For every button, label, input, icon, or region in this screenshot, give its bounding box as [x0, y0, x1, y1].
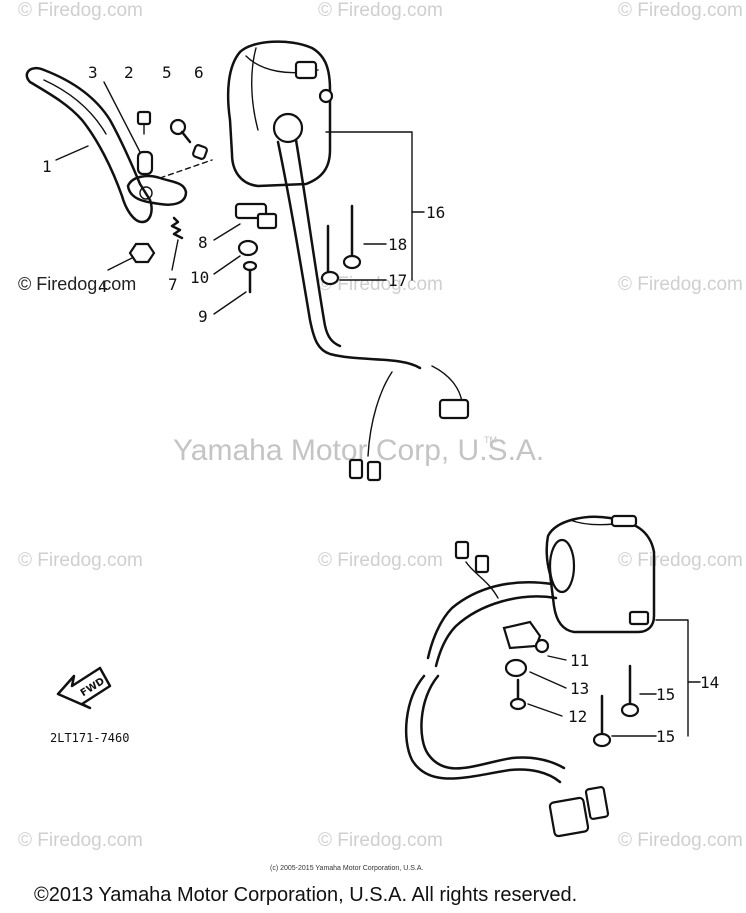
- part-label-3: 3: [88, 63, 98, 82]
- part-15-screw-head: [592, 732, 612, 748]
- leader-line: [107, 257, 133, 271]
- part-11-switch: [502, 620, 542, 650]
- part-8-tab: [256, 212, 278, 230]
- part-label-6: 6: [194, 63, 204, 82]
- wire-harness: [294, 138, 342, 348]
- clutch-lever-edge: [43, 79, 107, 135]
- part-5-screw-head: [169, 118, 187, 136]
- part-label-5: 5: [162, 63, 172, 82]
- part-7-spring: [170, 216, 184, 240]
- forward-arrow-icon: [56, 666, 112, 710]
- watermark-trademark: TM: [484, 435, 497, 445]
- small-copyright: (c) 2005-2015 Yamaha Motor Corporation, …: [270, 865, 423, 872]
- part-label-2: 2: [124, 63, 134, 82]
- wire-harness: [404, 674, 562, 784]
- part-6-nut: [192, 144, 208, 160]
- housing-button: [294, 60, 318, 80]
- leader-line: [547, 655, 567, 661]
- part-label-16: 16: [426, 203, 445, 222]
- handlebar-bore: [548, 538, 576, 594]
- leader-line: [213, 291, 247, 315]
- part-17-screw-head: [320, 270, 340, 286]
- connector: [366, 460, 382, 482]
- watermark-firedog: © Firedog.com: [318, 0, 443, 21]
- part-12-screw-head: [509, 697, 527, 711]
- leader-line: [213, 255, 241, 275]
- part-label-15: 15: [656, 727, 675, 746]
- diagram-code: 2LT171-7460: [50, 731, 129, 745]
- part-label-13: 13: [570, 679, 589, 698]
- watermark-firedog: © Firedog.com: [18, 0, 143, 21]
- part-label-9: 9: [198, 307, 208, 326]
- part-4-nut: [128, 242, 156, 264]
- watermark-firedog: © Firedog.com: [618, 550, 743, 571]
- wire-branch: [431, 365, 463, 403]
- part-label-7: 7: [168, 275, 178, 294]
- watermark-firedog: © Firedog.com: [318, 550, 443, 571]
- lever-bracket-hole: [139, 186, 153, 200]
- leader-line: [527, 703, 563, 717]
- forward-arrow: FWD: [56, 666, 112, 710]
- connector: [348, 458, 364, 480]
- watermark-firedog: © Firedog.com: [618, 274, 743, 295]
- wire-harness: [276, 140, 422, 370]
- part-2-nut: [136, 110, 152, 126]
- wire-harness: [434, 595, 558, 668]
- watermark-firedog: © Firedog.com: [618, 0, 743, 21]
- watermark-firedog: © Firedog.com: [18, 830, 143, 851]
- watermark-firedog: © Firedog.com: [318, 830, 443, 851]
- part-10-washer: [237, 239, 259, 257]
- connector: [438, 398, 470, 420]
- leader-line: [213, 223, 241, 241]
- lever-bracket: [126, 174, 188, 206]
- leader-line: [103, 81, 141, 153]
- part-label-17: 17: [388, 271, 407, 290]
- part-13-washer: [504, 658, 528, 678]
- housing-button: [628, 610, 650, 626]
- wire-harness: [420, 674, 566, 770]
- connector: [584, 786, 610, 820]
- left-switch-assembly: [25, 40, 470, 482]
- housing-panel-line: [251, 47, 259, 131]
- part-label-15: 15: [656, 685, 675, 704]
- wire-harness: [426, 581, 554, 660]
- part-label-10: 10: [190, 268, 209, 287]
- connector: [548, 796, 590, 838]
- leader-line: [55, 145, 89, 161]
- connector: [474, 554, 490, 574]
- part-labels: 1 2 3 4 5 6 7 8 9 10 11 12 13 14 15 15 1…: [42, 63, 719, 746]
- part-5-screw-thread: [180, 130, 192, 144]
- housing-knob: [318, 88, 334, 104]
- watermark-firedog: © Firedog.com: [18, 550, 143, 571]
- part-label-18: 18: [388, 235, 407, 254]
- part-label-11: 11: [570, 651, 589, 670]
- wire-branch: [465, 561, 499, 599]
- part-label-8: 8: [198, 233, 208, 252]
- part-15-screw-head: [620, 702, 640, 718]
- watermark-firedog-main: © Firedog.com: [18, 274, 136, 294]
- part-3-collar: [136, 150, 154, 176]
- clutch-lever: [25, 66, 153, 224]
- part-label-12: 12: [568, 707, 587, 726]
- part-label-1: 1: [42, 157, 52, 176]
- right-switch-assembly: [404, 514, 701, 838]
- wire-branch: [367, 371, 393, 457]
- part-18-screw-head: [342, 254, 362, 270]
- leader-line: [529, 671, 567, 689]
- part-11-plunger: [534, 638, 550, 654]
- handlebar-bore: [272, 112, 304, 144]
- housing-button: [610, 514, 638, 528]
- part-label-4: 4: [98, 277, 108, 296]
- lever-dash-line: [159, 159, 213, 179]
- leader-line: [171, 239, 179, 271]
- part-16-bracket: [325, 131, 413, 281]
- connector: [454, 540, 470, 560]
- watermark-firedog: © Firedog.com: [618, 830, 743, 851]
- copyright-notice: ©2013 Yamaha Motor Corporation, U.S.A. A…: [34, 884, 577, 906]
- left-switch-housing: [226, 40, 332, 188]
- part-label-14: 14: [700, 673, 719, 692]
- part-14-bracket: [655, 619, 689, 737]
